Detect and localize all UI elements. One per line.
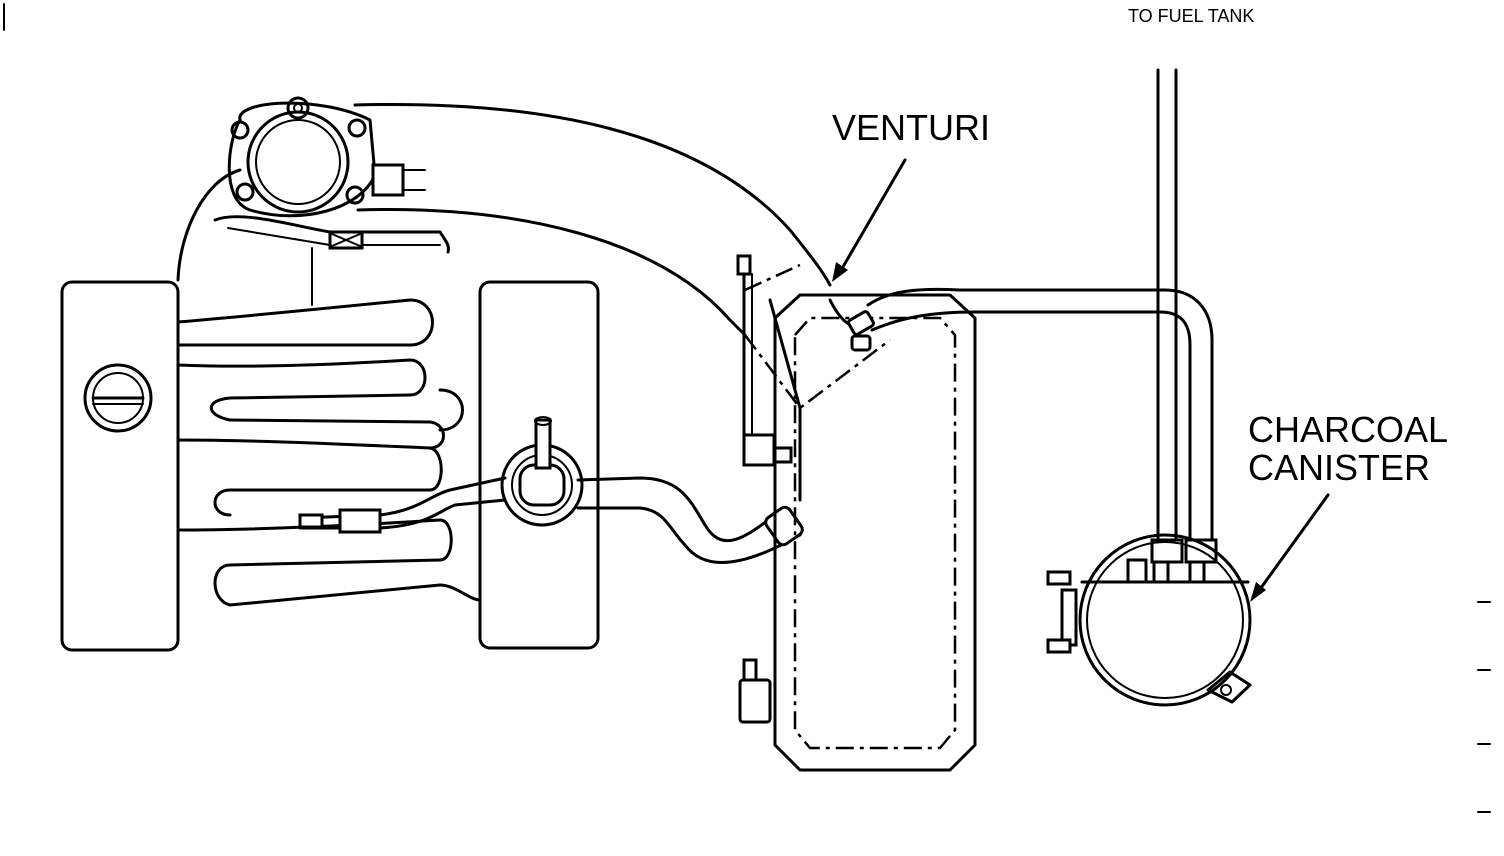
engine-head-left [60, 280, 180, 652]
drain-fitting-icon [738, 658, 772, 724]
canister-bracket-icon [1046, 570, 1252, 704]
air-intake-duct [176, 103, 832, 337]
engine-head-right [478, 280, 600, 650]
purge-hose [576, 476, 804, 564]
pcv-port-icon [500, 416, 584, 527]
venturi-to-canister-hose [866, 287, 1218, 564]
label-charcoal: CHARCOAL [1248, 409, 1448, 450]
label-venturi: VENTURI [832, 107, 990, 148]
venturi-leader-arrow [832, 158, 907, 282]
label-canister: CANISTER [1248, 447, 1430, 488]
label-to-fuel-tank: TO FUEL TANK [1128, 6, 1254, 26]
sensor-connector-icon [736, 254, 793, 467]
venturi-nozzle-icon [847, 310, 875, 352]
vacuum-line-left [298, 476, 507, 534]
oil-filler-cap-icon [83, 363, 153, 433]
throttle-body [213, 96, 450, 306]
charcoal-canister [1046, 533, 1252, 707]
intake-runners [176, 298, 482, 607]
canister-leader-arrow [1250, 493, 1330, 602]
air-cleaner-box [736, 254, 977, 772]
fuel-tank-line [1150, 68, 1184, 564]
